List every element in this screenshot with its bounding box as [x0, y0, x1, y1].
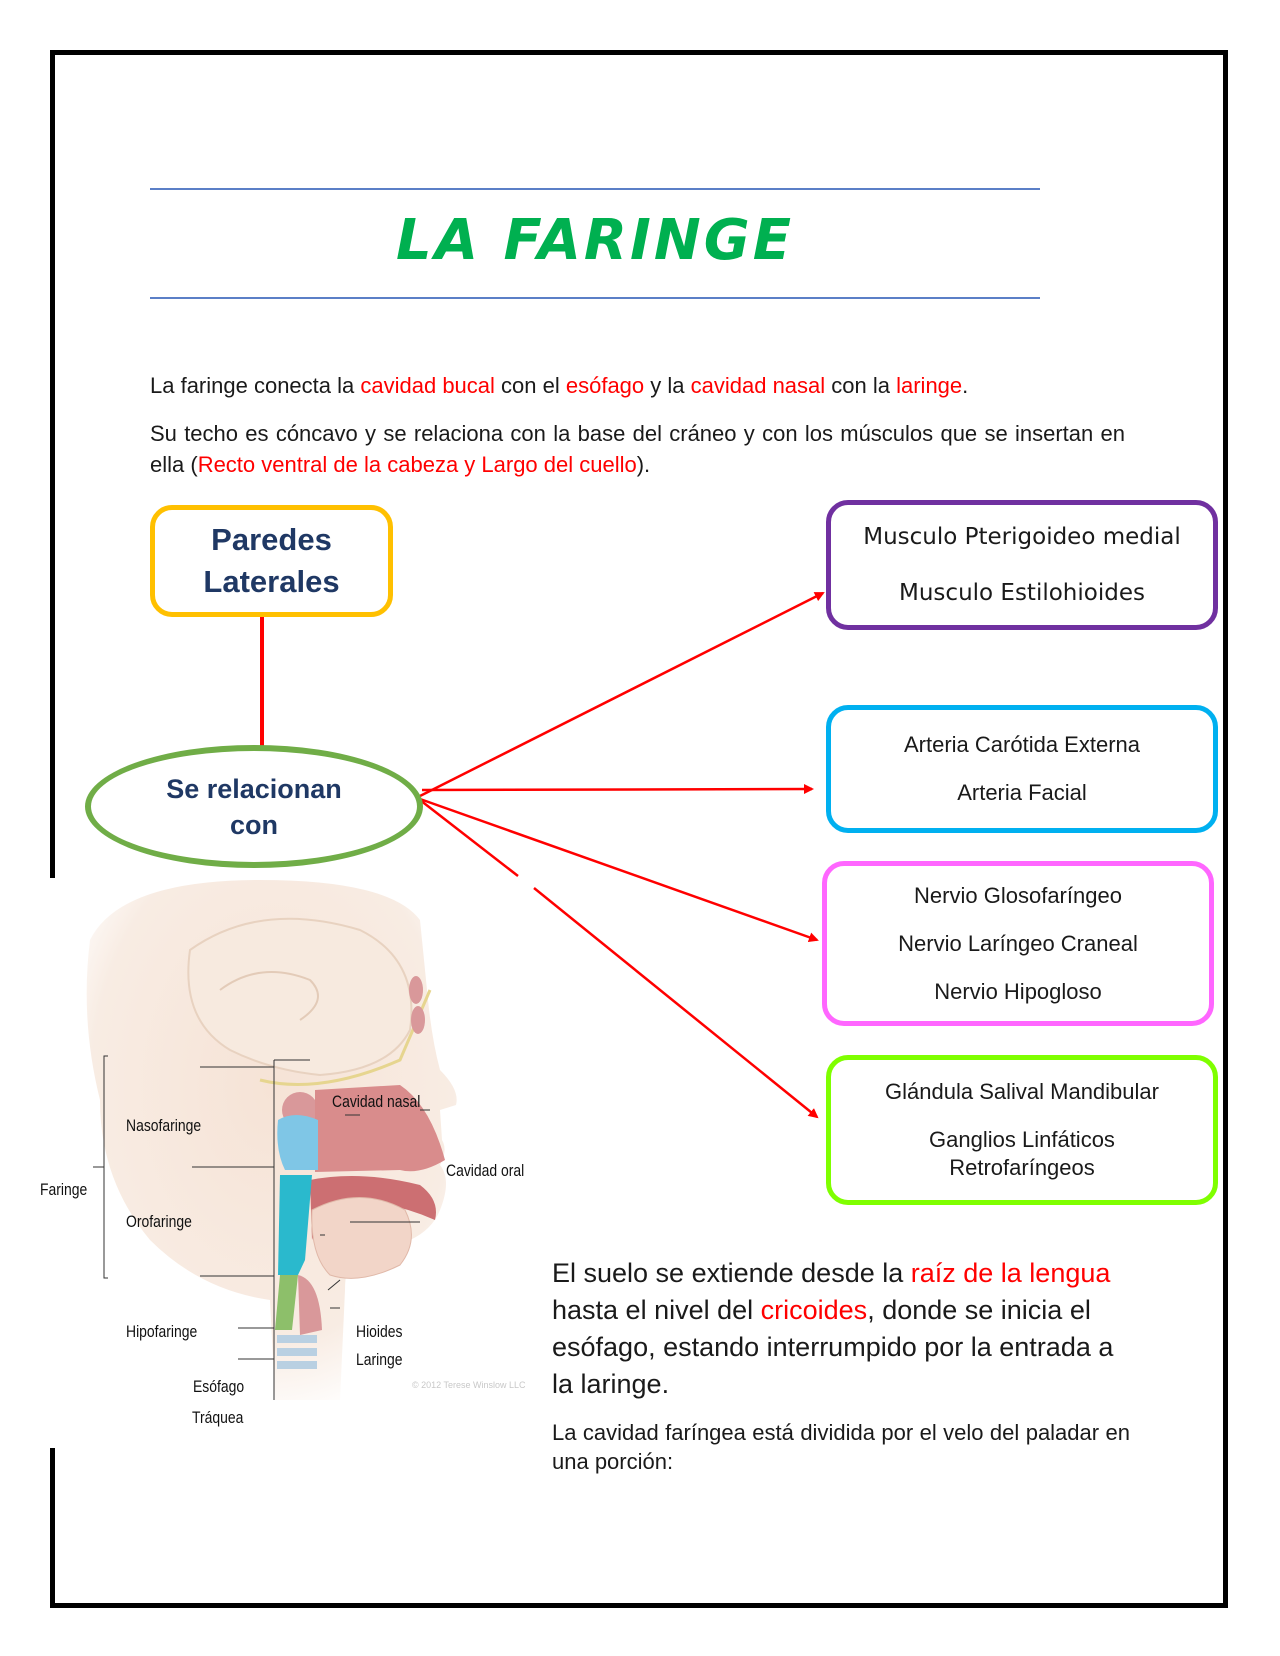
gland-item: Ganglios Linfáticos Retrofaríngeos	[929, 1127, 1115, 1180]
page-border-gap	[44, 878, 58, 1448]
text: .	[962, 373, 969, 398]
artery-item: Arteria Facial	[957, 780, 1087, 805]
label-nasofaringe: Nasofaringe	[126, 1116, 202, 1135]
artery-item: Arteria Carótida Externa	[904, 732, 1140, 757]
heading-line-1: Paredes	[211, 522, 332, 557]
muscles-box: Musculo Pterigoideo medial Musculo Estil…	[826, 500, 1218, 630]
label-esofago: Esófago	[193, 1377, 245, 1396]
pharynx-anatomy-illustration: © 2012 Terese Winslow LLC	[86, 880, 526, 1400]
nerve-item: Nervio Laríngeo Craneal	[898, 930, 1138, 956]
text: La faringe conecta la	[150, 373, 361, 398]
muscle-item: Musculo Pterigoideo medial	[863, 524, 1181, 550]
text: ).	[636, 452, 651, 477]
muscle-item: Musculo Estilohioides	[899, 580, 1145, 606]
arteries-box: Arteria Carótida Externa Arteria Facial	[826, 705, 1218, 833]
highlight-raiz-lengua: raíz de la lengua	[910, 1258, 1111, 1288]
nerve-item: Nervio Hipogloso	[934, 978, 1102, 1004]
label-cavidad-nasal: Cavidad nasal	[332, 1092, 421, 1111]
text: y la	[644, 373, 691, 398]
label-hioides: Hioides	[356, 1322, 403, 1341]
heading-line-2: Laterales	[203, 564, 340, 599]
nerve-item: Nervio Glosofaríngeo	[914, 882, 1122, 908]
text: hasta el nivel del	[552, 1295, 761, 1325]
label-faringe: Faringe	[40, 1180, 88, 1199]
gland-item: Glándula Salival Mandibular	[885, 1079, 1159, 1104]
text: , donde se inicia el esófago, estando in…	[552, 1295, 1114, 1399]
intro-paragraph-2: Su techo es cóncavo y se relaciona con l…	[150, 418, 1125, 480]
nerves-box: Nervio Glosofaríngeo Nervio Laríngeo Cra…	[822, 861, 1214, 1026]
highlight-cricoides: cricoides	[760, 1295, 868, 1325]
paredes-laterales-box: Paredes Laterales	[150, 505, 393, 617]
se-relacionan-con-ellipse: Se relacionan con	[85, 745, 423, 868]
title-rule-bottom	[150, 297, 1040, 299]
text: con el	[494, 373, 566, 398]
label-orofaringe: Orofaringe	[126, 1212, 192, 1231]
floor-paragraph: El suelo se extiende desde la raíz de la…	[552, 1255, 1132, 1403]
ellipse-line-2: con	[229, 809, 278, 840]
figure-copyright: © 2012 Terese Winslow LLC	[412, 1380, 526, 1390]
label-cavidad-oral: Cavidad oral	[446, 1161, 525, 1180]
glands-box: Glándula Salival Mandibular Ganglios Lin…	[826, 1055, 1218, 1205]
highlight-cavidad-nasal: cavidad nasal	[690, 373, 826, 398]
label-laringe: Laringe	[356, 1350, 403, 1369]
highlight-esofago: esófago	[565, 373, 645, 398]
page-title: LA FARINGE	[396, 208, 794, 273]
highlight-laringe: laringe	[896, 373, 963, 398]
division-paragraph: La cavidad faríngea está dividida por el…	[552, 1420, 1130, 1474]
ellipse-line-1: Se relacionan	[166, 773, 342, 804]
text: con la	[825, 373, 897, 398]
title-rule-top	[150, 188, 1040, 190]
page-border	[50, 50, 1228, 1608]
highlight-cavidad-bucal: cavidad bucal	[360, 373, 495, 398]
intro-paragraph-1: La faringe conecta la cavidad bucal con …	[150, 370, 1110, 401]
label-traquea: Tráquea	[192, 1408, 244, 1427]
text: Su techo es cóncavo y se relaciona con l…	[150, 421, 1125, 477]
text: El suelo se extiende desde la	[552, 1258, 911, 1288]
label-hipofaringe: Hipofaringe	[126, 1322, 198, 1341]
highlight-muscles: Recto ventral de la cabeza y Largo del c…	[197, 452, 637, 477]
